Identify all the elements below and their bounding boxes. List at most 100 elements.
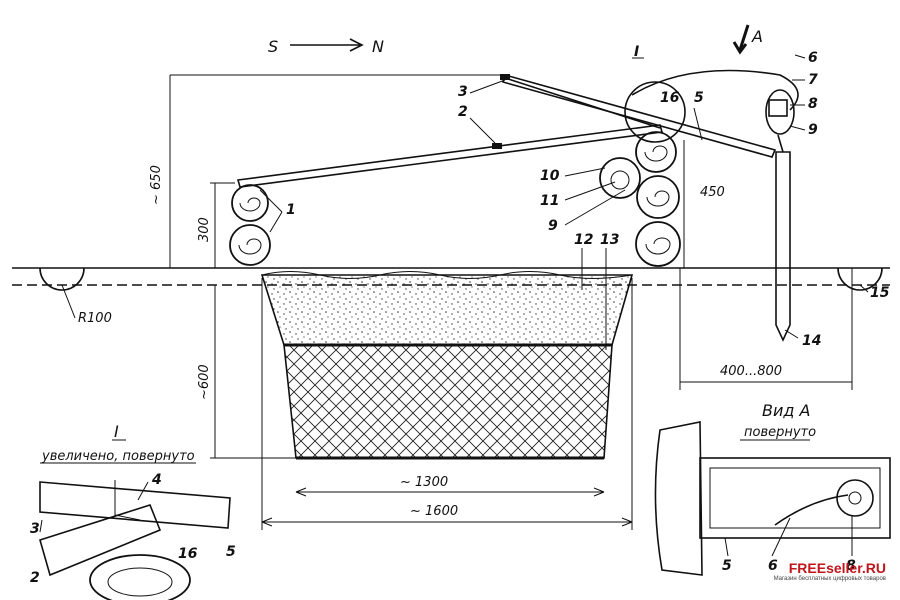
frame-hinge-link <box>504 77 661 129</box>
inset-label-3: 3 <box>30 521 40 537</box>
callout-1: 1 <box>286 202 296 218</box>
inset-label-2: 2 <box>30 570 40 586</box>
inset-label-16: 16 <box>178 546 198 562</box>
callouts: 1 2 3 5 16 6 7 8 9 10 11 9 12 13 14 15 <box>259 50 890 350</box>
detail-i-marker: I <box>632 44 644 60</box>
inset-hinge <box>114 480 141 521</box>
watermark-subtitle: Магазин бесплатных цифровых товаров <box>773 576 886 582</box>
dim-height-total: ~ 650 <box>149 165 164 205</box>
view-arrow-icon <box>732 24 750 55</box>
view-cord <box>774 494 849 526</box>
inset-label-4: 4 <box>151 472 162 488</box>
log-grain <box>645 237 671 255</box>
leader <box>564 167 606 177</box>
inset-frame-lower <box>39 504 162 577</box>
leader <box>61 284 76 319</box>
callout-9: 9 <box>808 122 818 138</box>
log <box>229 224 271 266</box>
watermark[interactable]: FREEseller.RU Магазин бесплатных цифровы… <box>774 560 886 582</box>
callout-5: 5 <box>694 90 704 106</box>
south-label: S <box>268 37 278 56</box>
watermark-brand: FREEseller.RU <box>788 560 886 576</box>
leader <box>794 54 806 59</box>
dim-pit-bottom: ~ 1300 <box>400 475 448 490</box>
inset-detail-subtitle: увеличено, повернуто <box>41 449 195 464</box>
dim-arrows <box>261 517 633 527</box>
callout-8: 8 <box>808 96 818 112</box>
north-arrow-icon <box>290 38 364 52</box>
view-weight-hub <box>848 491 862 505</box>
frame-joint <box>492 143 502 149</box>
callout-2: 2 <box>458 104 468 120</box>
drain-groove-left <box>39 267 85 291</box>
callout-16: 16 <box>660 90 680 106</box>
inset-log-grain <box>107 567 173 597</box>
biofuel-layer <box>283 344 613 459</box>
leader <box>564 189 626 226</box>
frame-joint <box>500 74 510 80</box>
inset-view-a: Вид А повернуто 5 6 8 <box>654 401 891 576</box>
dim-height-logs: 300 <box>197 217 212 242</box>
dim-stake-offset: 400...800 <box>720 364 782 379</box>
callout-15: 15 <box>870 285 890 301</box>
view-frame-inner <box>709 467 881 529</box>
leader <box>259 189 283 213</box>
inset-detail-title: I <box>114 422 119 441</box>
lower-frame <box>236 124 664 188</box>
right-log-stack <box>599 131 681 267</box>
callout-10: 10 <box>540 168 560 184</box>
frames <box>236 74 777 188</box>
north-label: N <box>372 37 384 56</box>
pit <box>260 271 634 460</box>
inset-view-title: Вид А <box>762 401 810 420</box>
dim-radius: R100 <box>78 311 112 326</box>
inset-log <box>89 554 191 600</box>
leader <box>564 181 616 201</box>
leader <box>693 107 703 141</box>
leader <box>784 329 799 339</box>
view-label-8: 8 <box>846 558 856 574</box>
callout-7: 7 <box>808 72 818 88</box>
log-end <box>599 157 641 199</box>
leader <box>724 537 729 557</box>
dim-arrows <box>295 487 605 497</box>
inset-detail: I увеличено, повернуто 3 4 16 5 2 <box>30 422 236 600</box>
hook <box>777 134 784 153</box>
dim-height-right: 450 <box>700 185 725 200</box>
stake <box>775 151 791 342</box>
dim-pit-top: ~ 1600 <box>410 504 458 519</box>
view-label-6: 6 <box>768 558 778 574</box>
dimensions: ~ 650 300 450 ~600 R100 ~ 1300 ~ 1600 40… <box>61 74 853 530</box>
pulley <box>610 170 630 190</box>
leader <box>39 519 43 533</box>
detail-circle <box>624 81 686 143</box>
leader <box>137 481 149 501</box>
weight-block <box>768 99 788 117</box>
log-grain <box>644 145 668 162</box>
view-weight <box>836 479 874 517</box>
view-arrow-label: A <box>751 27 763 46</box>
weight-loop <box>765 89 795 135</box>
leader <box>771 517 791 557</box>
orientation-indicator: S N <box>268 37 384 56</box>
inset-view-subtitle: повернуто <box>744 425 816 440</box>
drain-groove-right <box>837 267 883 291</box>
cord <box>631 69 799 111</box>
leader <box>789 125 806 131</box>
log-grain <box>238 238 262 255</box>
callout-13: 13 <box>600 232 619 248</box>
view-frame <box>699 457 891 539</box>
detail-mark: I <box>634 44 639 60</box>
leader <box>269 211 283 233</box>
log-grain <box>646 190 670 207</box>
stake-body <box>775 151 791 342</box>
leader <box>469 79 506 94</box>
soil-surface <box>261 271 633 279</box>
callout-14: 14 <box>802 333 821 349</box>
view-a-marker: A <box>732 24 763 55</box>
callout-9b: 9 <box>548 218 558 234</box>
inset-frame-upper <box>39 481 231 529</box>
view-log-end <box>654 421 703 576</box>
callout-6: 6 <box>808 50 818 66</box>
